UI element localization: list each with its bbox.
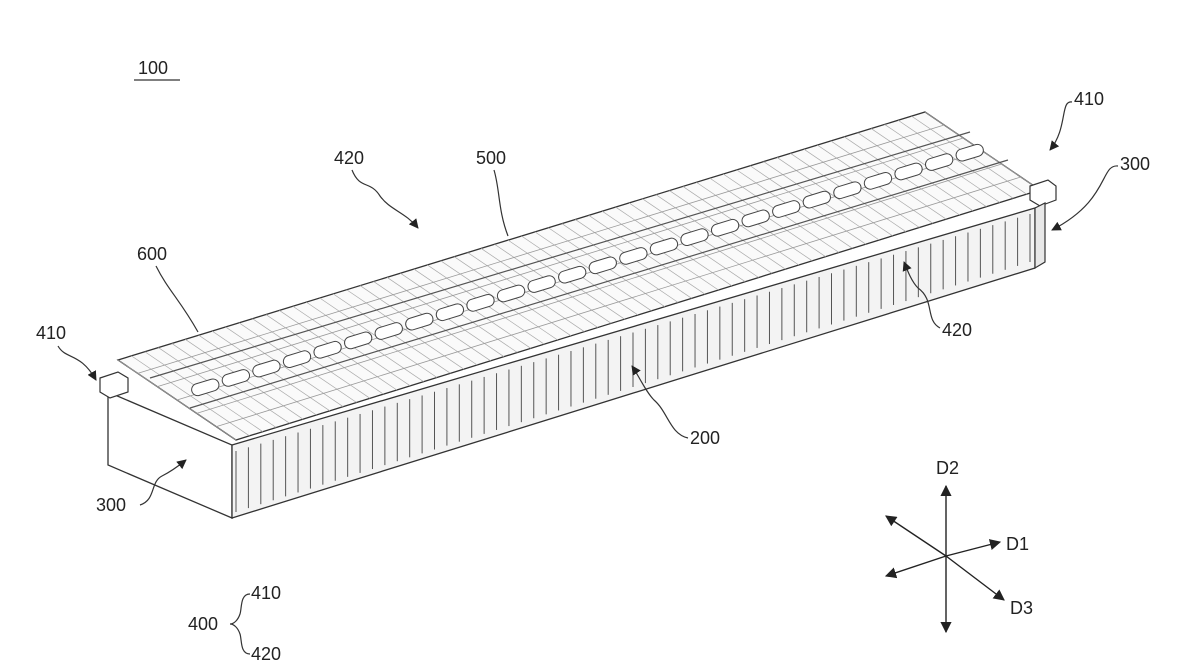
leader-300-right (1052, 166, 1118, 230)
axis-label-d3: D3 (1010, 598, 1033, 618)
leader-500 (494, 170, 508, 236)
ref-500: 500 (476, 148, 506, 168)
group-legend: 400 410 420 (188, 583, 281, 664)
busbar-line-1 (150, 132, 970, 378)
axis-label-d1: D1 (1006, 534, 1029, 554)
ref-410-top: 410 (1074, 89, 1104, 109)
leader-410-left (58, 346, 96, 380)
axis-label-d2: D2 (936, 458, 959, 478)
ref-410-left: 410 (36, 323, 66, 343)
side-tab-right (1030, 180, 1056, 206)
axis-d3-up (886, 516, 946, 556)
ref-600: 600 (137, 244, 167, 264)
leader-600 (156, 266, 198, 332)
end-plate-right (1035, 203, 1045, 268)
battery-module (100, 112, 1056, 518)
axis-d1-right (946, 542, 1000, 556)
axis-d1-left (886, 556, 946, 576)
ref-420-right: 420 (942, 320, 972, 340)
ref-400-item-410: 410 (251, 583, 281, 603)
ref-200: 200 (690, 428, 720, 448)
axis-d3-down (946, 556, 1004, 600)
side-tab-left (100, 372, 128, 398)
leader-420-left (352, 170, 418, 228)
ref-300-right: 300 (1120, 154, 1150, 174)
legend-brace (230, 594, 250, 654)
ref-420-left: 420 (334, 148, 364, 168)
ref-400: 400 (188, 614, 218, 634)
figure-number: 100 (138, 58, 168, 78)
leader-410-top (1050, 102, 1072, 150)
direction-axes: D2 D1 D3 (886, 458, 1033, 632)
ref-400-item-420: 420 (251, 644, 281, 664)
ref-300-left: 300 (96, 495, 126, 515)
